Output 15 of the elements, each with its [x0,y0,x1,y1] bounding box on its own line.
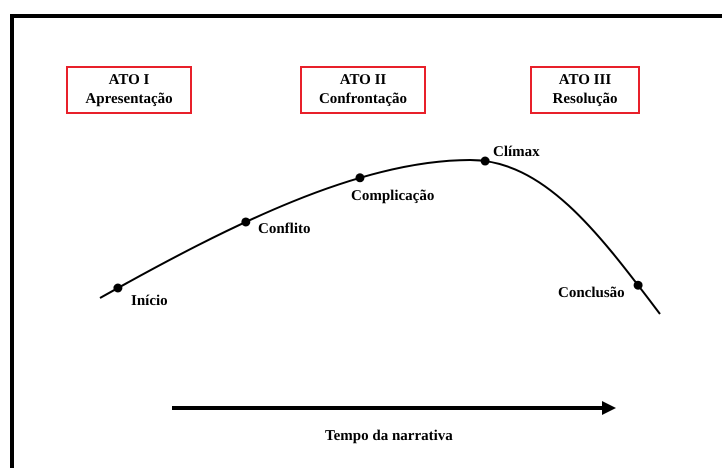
act-name: Apresentação [84,90,174,109]
act-box [530,66,640,114]
act-name: Confrontação [318,90,408,109]
act-number: ATO III [558,71,612,90]
act-number: ATO II [338,71,388,90]
act-box [300,66,426,114]
act-number: ATO I [108,71,150,90]
point-label: Complicação [351,187,434,205]
act-name: Resolução [552,90,618,109]
axis-caption: Tempo da narrativa [325,427,453,445]
act-box [66,66,192,114]
point-label: Conflito [258,220,310,238]
point-label: Conclusão [558,284,625,302]
point-label: Início [131,292,168,310]
point-label: Clímax [493,143,540,161]
